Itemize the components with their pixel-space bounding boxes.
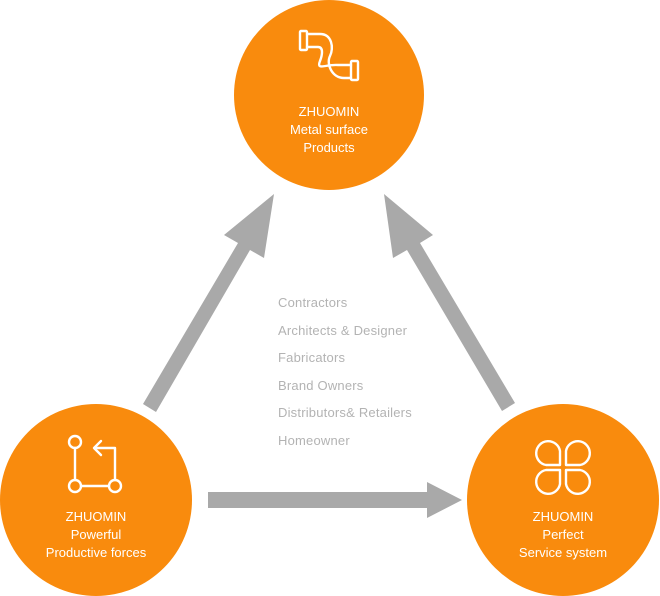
node-productive-forces: ZHUOMIN Powerful Productive forces (0, 404, 192, 596)
audience-item: Homeowner (278, 432, 350, 448)
audience-item: Brand Owners (278, 377, 364, 393)
node-service-system-title: ZHUOMIN (532, 509, 594, 524)
audience-item: Fabricators (278, 350, 346, 365)
node-products-title: ZHUOMIN (298, 104, 360, 119)
node-productive-forces-line2: Productive forces (45, 545, 147, 560)
node-products: ZHUOMIN Metal surface Products (234, 0, 424, 190)
audience-item: Contractors (278, 295, 348, 310)
node-productive-forces-line1: Powerful (70, 527, 122, 542)
node-service-system-line2: Service system (518, 545, 608, 560)
node-service-system-label: ZHUOMIN Perfect Service system (467, 508, 659, 562)
audience-item: Distributors& Retailers (278, 405, 412, 420)
node-products-line2: Products (303, 140, 355, 155)
four-petal-icon (532, 437, 594, 502)
arrow-right-to-top (384, 194, 515, 411)
node-productive-forces-label: ZHUOMIN Powerful Productive forces (0, 508, 192, 562)
node-service-system-line1: Perfect (542, 527, 584, 542)
node-products-line1: Metal surface (289, 122, 369, 137)
arrow-left-to-right (208, 482, 462, 518)
arrow-left-to-top (143, 194, 274, 412)
node-service-system: ZHUOMIN Perfect Service system (467, 404, 659, 596)
node-productive-forces-title: ZHUOMIN (65, 509, 127, 524)
audience-item: Architects & Designer (278, 322, 408, 338)
pipe-icon (298, 28, 360, 93)
process-flow-icon (65, 434, 127, 499)
node-products-label: ZHUOMIN Metal surface Products (234, 103, 424, 157)
audience-list: Contractors Architects & Designer Fabric… (278, 289, 412, 454)
